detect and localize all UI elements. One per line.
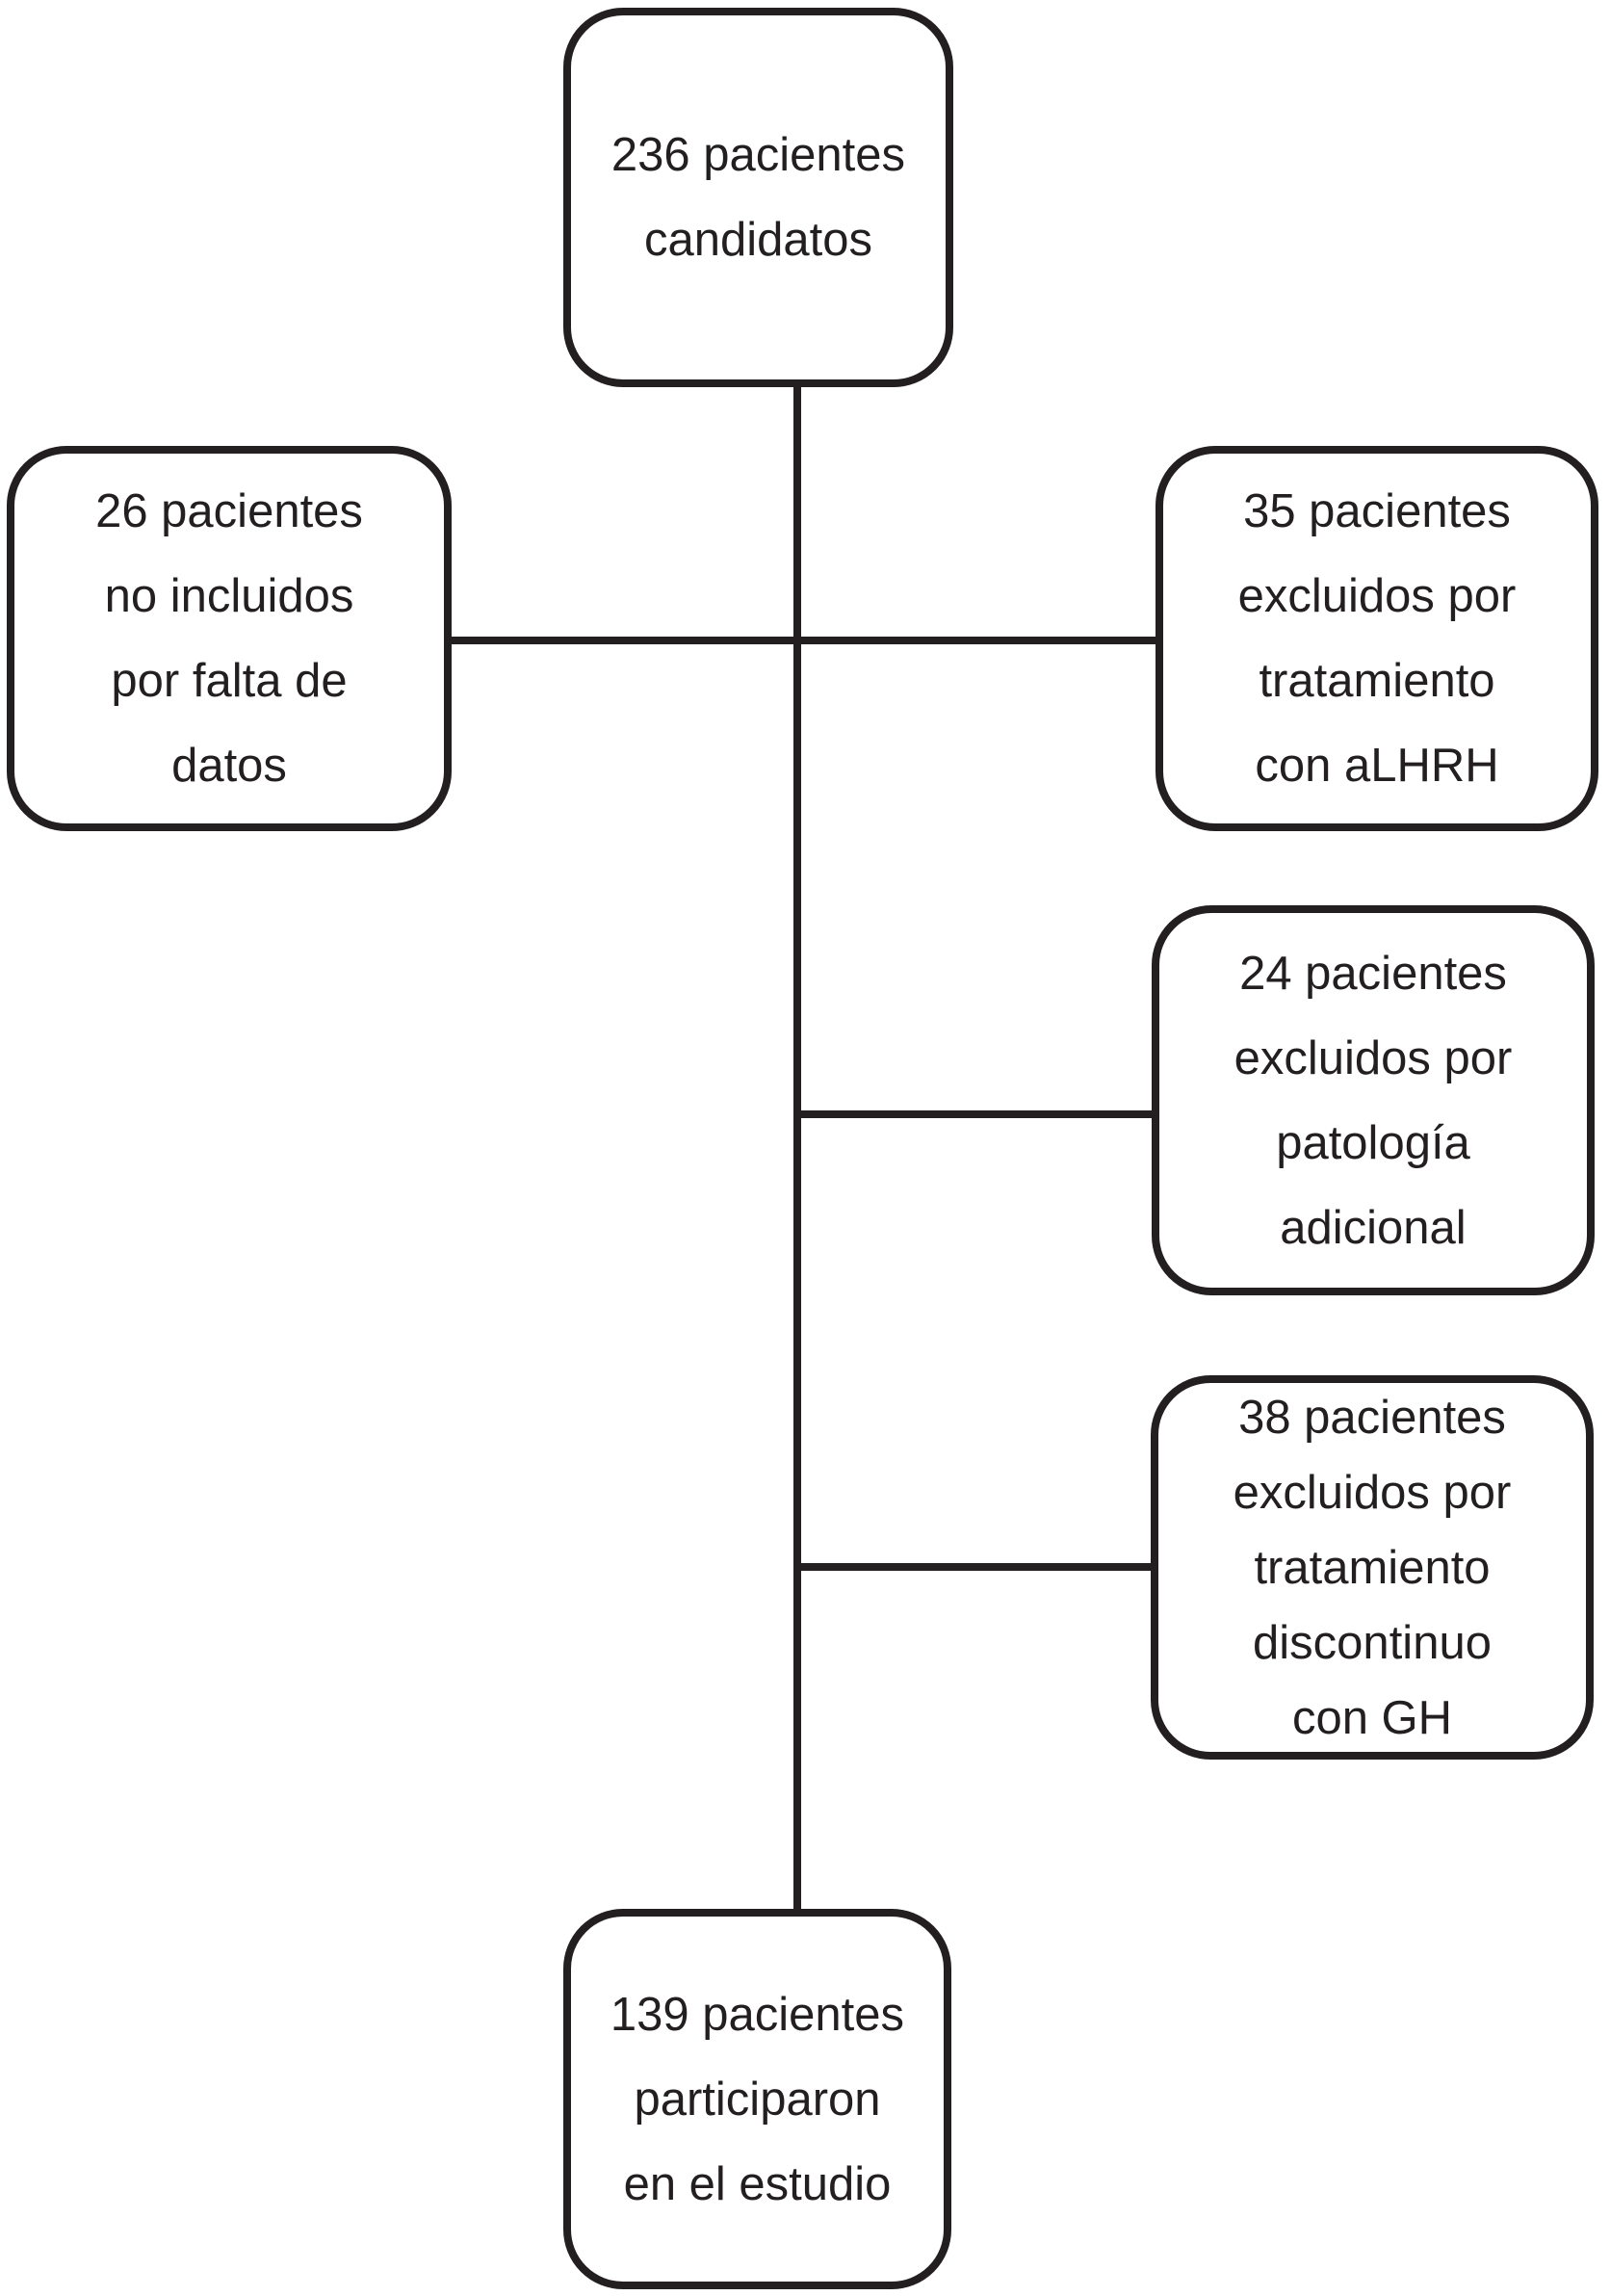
connector-vertical-trunk <box>793 383 801 1913</box>
node-excluded-pathology-line-2: excluidos por <box>1233 1031 1513 1084</box>
node-candidates-line-2: candidatos <box>643 214 872 266</box>
node-participants: 139 pacientes participaron en el estudio <box>563 1909 951 2289</box>
node-not-included: 26 pacientes no incluidos por falta de d… <box>7 446 452 831</box>
node-excluded-gh-line-1: 38 pacientes <box>1238 1391 1506 1444</box>
node-not-included-line-4: datos <box>171 740 287 792</box>
node-excluded-alhrh-line-4: con aLHRH <box>1255 740 1499 792</box>
node-excluded-gh-line-3: tratamiento <box>1254 1541 1491 1594</box>
node-excluded-alhrh: 35 pacientes excluidos por tratamiento c… <box>1156 446 1598 831</box>
node-excluded-pathology-line-3: patología <box>1276 1116 1470 1169</box>
node-excluded-pathology-line-1: 24 pacientes <box>1239 947 1507 1000</box>
node-excluded-gh-line-5: con GH <box>1291 1691 1453 1744</box>
node-not-included-line-3: por falta de <box>111 655 348 707</box>
node-participants-line-1: 139 pacientes <box>610 1988 905 2041</box>
node-candidates: 236 pacientes candidatos <box>563 8 953 387</box>
node-excluded-pathology-line-4: adicional <box>1280 1201 1467 1254</box>
connector-branch-gh <box>797 1563 1158 1571</box>
connector-branch-pathology <box>797 1110 1159 1118</box>
connector-branch-notincluded-alhrh <box>444 637 1163 644</box>
node-excluded-alhrh-line-2: excluidos por <box>1237 570 1517 622</box>
node-participants-line-2: participaron <box>634 2073 881 2126</box>
node-excluded-gh-line-2: excluidos por <box>1233 1466 1512 1519</box>
node-excluded-pathology: 24 pacientes excluidos por patología adi… <box>1152 905 1595 1295</box>
node-candidates-line-1: 236 pacientes <box>610 129 906 181</box>
node-excluded-alhrh-line-3: tratamiento <box>1259 655 1495 707</box>
node-excluded-gh: 38 pacientes excluidos por tratamiento d… <box>1151 1375 1594 1760</box>
node-not-included-line-1: 26 pacientes <box>95 485 363 537</box>
node-participants-line-3: en el estudio <box>623 2157 892 2210</box>
node-excluded-alhrh-line-1: 35 pacientes <box>1243 485 1511 537</box>
node-not-included-line-2: no incluidos <box>104 570 354 622</box>
node-excluded-gh-line-4: discontinuo <box>1253 1616 1492 1669</box>
